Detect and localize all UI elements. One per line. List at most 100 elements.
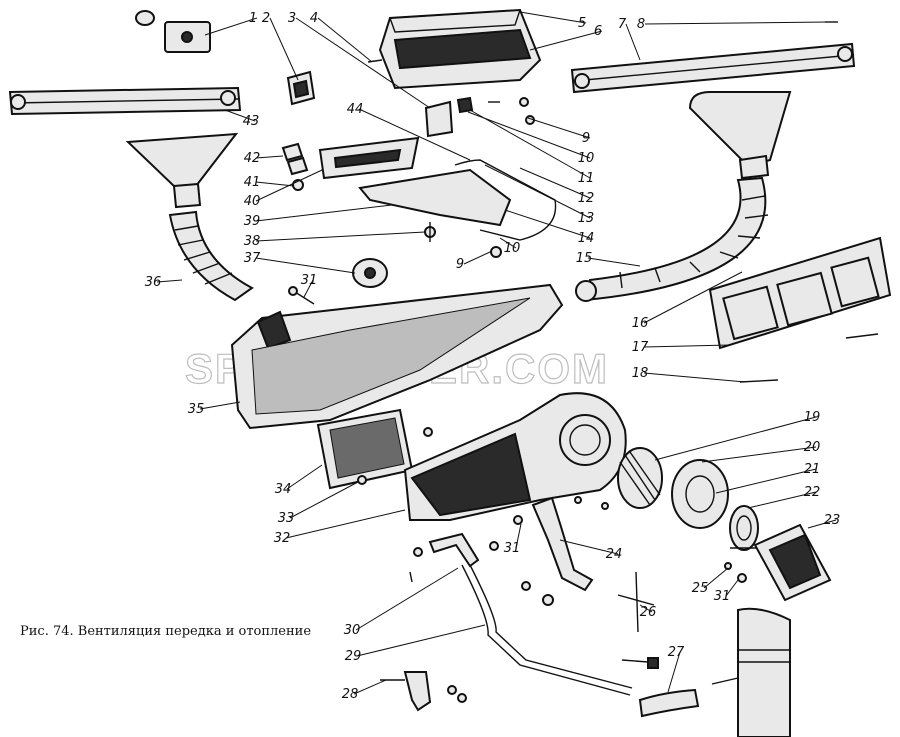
- leader-line: [807, 519, 837, 529]
- part-misc-fasteners: [513, 496, 609, 606]
- callout-number: 30: [344, 623, 361, 638]
- part-hose-27: [621, 657, 700, 718]
- part-air-grille-top: [367, 8, 542, 90]
- callout-number: 43: [243, 114, 260, 129]
- part-switch: [135, 10, 211, 53]
- part-valve: [617, 571, 655, 633]
- callout-number: 41: [244, 175, 261, 190]
- leader-line: [644, 21, 829, 25]
- callout-number: 9: [456, 257, 464, 272]
- leader-line: [356, 624, 486, 657]
- leader-line: [701, 446, 817, 463]
- callout-number: 36: [145, 275, 162, 290]
- leader-line: [358, 108, 471, 161]
- leader-line: [643, 372, 746, 383]
- part-fan-plates: [671, 459, 759, 551]
- part-bracket-assembly: [318, 96, 557, 241]
- callout-number: 31: [714, 589, 731, 604]
- part-vent-grille-right: [708, 236, 892, 383]
- leader-line: [355, 567, 459, 631]
- leader-line: [703, 567, 729, 589]
- leader-line: [625, 23, 641, 61]
- callout-number: 15: [576, 251, 593, 266]
- leader-line: [643, 271, 743, 324]
- callout-number: 26: [640, 605, 657, 620]
- leader-line: [269, 17, 299, 81]
- leader-line: [199, 401, 241, 410]
- callout-number: 31: [301, 273, 318, 288]
- leader-line: [353, 679, 387, 695]
- callout-number: 40: [244, 194, 261, 209]
- leader-line: [484, 164, 591, 219]
- callout-number: 38: [244, 234, 261, 249]
- leader-line: [289, 481, 359, 519]
- part-heater-housing: [403, 392, 627, 521]
- callout-number: 32: [274, 531, 291, 546]
- callout-number: 1: [249, 11, 257, 26]
- part-hose-30: [409, 532, 499, 583]
- callout-number: 31: [504, 541, 521, 556]
- callout-number: 28: [342, 687, 359, 702]
- part-exhaust-pipe: [711, 607, 791, 737]
- part-clip: [286, 70, 316, 106]
- callout-number: 13: [578, 211, 595, 226]
- leader-line: [504, 209, 591, 239]
- part-knob: [352, 258, 388, 288]
- leader-line: [725, 579, 739, 597]
- part-main-duct: [230, 283, 564, 430]
- leader-line: [463, 251, 491, 265]
- leader-line: [587, 257, 641, 267]
- part-hose-right: [575, 176, 769, 302]
- leader-line: [747, 491, 817, 509]
- callout-number: 37: [244, 251, 261, 266]
- leader-line: [715, 468, 817, 494]
- part-air-funnel-right: [688, 91, 792, 180]
- leader-line: [303, 279, 314, 298]
- callout-number: 3: [288, 11, 296, 26]
- callout-number: 21: [804, 462, 821, 477]
- leader-line: [639, 604, 653, 613]
- leader-line: [295, 17, 431, 109]
- leader-line: [515, 523, 522, 549]
- callout-number: 33: [278, 511, 295, 526]
- leader-line: [255, 257, 356, 274]
- leader-line: [255, 231, 426, 242]
- callout-number: 7: [618, 17, 627, 32]
- leader-line: [643, 344, 731, 348]
- callout-number: 24: [606, 547, 623, 562]
- callout-number: 10: [504, 241, 521, 256]
- part-pipe-29: [461, 564, 633, 696]
- part-electric-motor: [724, 523, 832, 602]
- part-heater-core: [316, 408, 433, 490]
- leader-line: [286, 464, 323, 490]
- callout-number: 23: [824, 513, 841, 528]
- callout-number: 29: [345, 649, 362, 664]
- callout-number: 17: [632, 340, 649, 355]
- part-rod-left: [8, 86, 242, 116]
- leader-line: [255, 155, 284, 159]
- callout-number: 34: [275, 482, 292, 497]
- callout-number: 27: [668, 645, 685, 660]
- callout-number: 11: [578, 171, 595, 186]
- leader-line: [529, 30, 603, 51]
- leader-line: [499, 237, 517, 249]
- callout-number: 6: [594, 24, 602, 39]
- callout-number: 14: [578, 231, 595, 246]
- part-small-fasteners: [281, 97, 535, 258]
- callout-number: 8: [637, 17, 645, 32]
- part-fan-wheel: [617, 447, 663, 509]
- part-bracket-28: [380, 671, 467, 712]
- leader-line: [527, 117, 591, 139]
- leader-lines: [156, 11, 837, 695]
- part-rod-right: [570, 21, 856, 94]
- callout-number: 39: [244, 214, 261, 229]
- leader-line: [224, 109, 256, 122]
- callout-number: 22: [804, 485, 821, 500]
- callout-number: 25: [692, 581, 709, 596]
- leader-line: [467, 111, 591, 159]
- callout-number: 4: [310, 11, 318, 26]
- callout-number: 20: [804, 440, 821, 455]
- leader-line: [519, 167, 591, 199]
